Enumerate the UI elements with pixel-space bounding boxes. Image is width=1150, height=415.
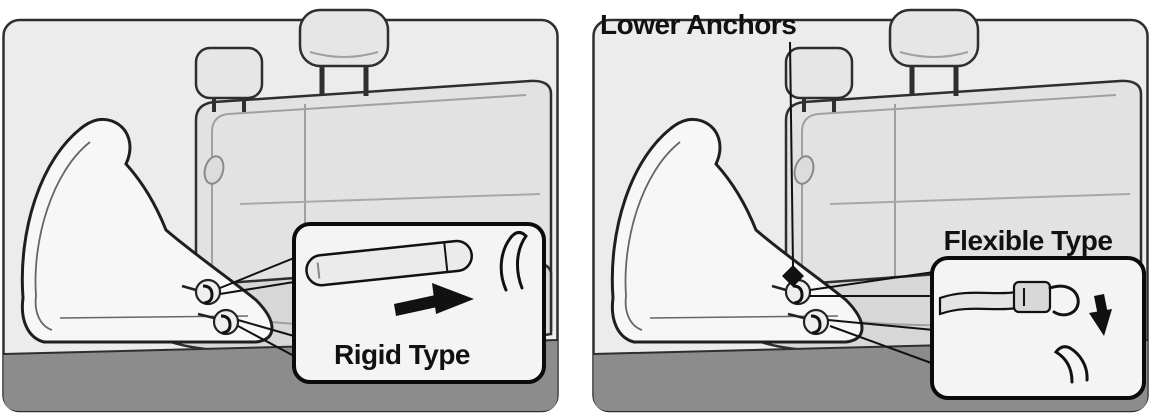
rigid-connector-icon — [305, 239, 473, 287]
anchor-wire-icon — [1053, 345, 1089, 384]
lower-anchors-leader-line — [789, 41, 794, 267]
arrow-icon — [394, 283, 474, 316]
callout-leader-lines — [809, 271, 935, 365]
callout-leader-lines — [219, 257, 295, 357]
left-panel-rigid-type: Rigid Type — [4, 10, 558, 411]
rigid-type-label: Rigid Type — [334, 339, 470, 370]
arrow-icon — [1089, 294, 1112, 336]
lower-anchor-marker-icon — [782, 265, 804, 287]
flexible-type-callout-box — [930, 256, 1146, 400]
right-panel-flexible-type: Lower Anchors Flexible Type — [594, 9, 1148, 411]
anchor-wire-icon — [499, 231, 528, 292]
flexible-strap-icon — [938, 280, 1080, 317]
flexible-type-label: Flexible Type — [944, 225, 1113, 256]
lower-anchors-label: Lower Anchors — [600, 9, 796, 40]
